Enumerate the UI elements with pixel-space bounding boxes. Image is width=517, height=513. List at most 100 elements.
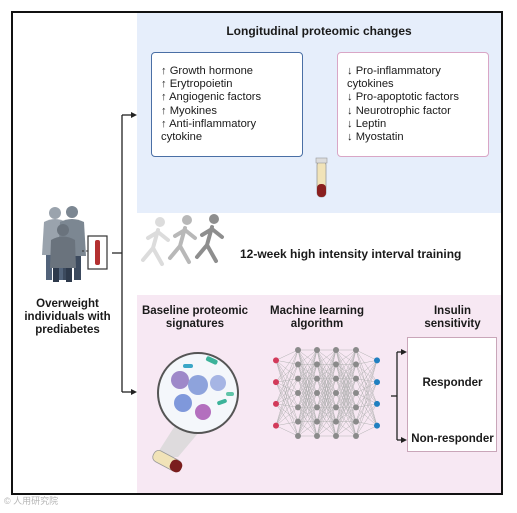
nn-edge — [297, 349, 318, 394]
nn-edge — [355, 381, 378, 408]
nn-node — [333, 375, 339, 382]
longitudinal-title: Longitudinal proteomic changes — [226, 24, 412, 38]
arrow-head-up — [131, 112, 137, 118]
nn-edge — [355, 403, 378, 422]
up-item: ↑ Anti-inflammatory — [161, 117, 257, 130]
nn-edge — [355, 360, 378, 365]
up-item: ↑ Erytropoietin — [161, 78, 233, 91]
nn-edge — [275, 378, 299, 426]
nn-node — [374, 400, 380, 407]
nn-edge — [316, 407, 337, 437]
nn-edge — [316, 421, 337, 437]
nn-edge — [316, 349, 337, 379]
ml-line: Machine learning — [270, 305, 364, 317]
nn-edge — [335, 349, 357, 422]
training-label: 12-week high intensity interval training — [240, 247, 462, 261]
nn-edge — [275, 403, 299, 422]
nn-edge — [275, 364, 299, 383]
sample-tube-icon — [82, 235, 108, 270]
nn-node — [314, 375, 320, 382]
nn-edge — [335, 349, 357, 408]
nn-edge — [297, 349, 318, 422]
nn-edge — [316, 364, 337, 437]
nn-node — [314, 347, 320, 353]
nn-edge — [355, 349, 378, 383]
nn-node — [273, 379, 279, 386]
nn-node — [314, 390, 320, 396]
nn-edge — [297, 407, 318, 437]
nn-edge — [335, 364, 357, 437]
nn-node — [333, 347, 339, 353]
nn-edge — [275, 349, 299, 426]
nn-edge — [275, 364, 299, 405]
nn-node — [273, 422, 279, 429]
population-line: individuals with — [24, 311, 111, 323]
nn-node — [353, 361, 359, 368]
down-item: ↓ Pro-inflammatory — [347, 65, 441, 77]
nn-node — [295, 375, 301, 382]
nn-edge — [335, 421, 357, 437]
nn-node — [333, 433, 339, 439]
nn-edge — [316, 349, 337, 365]
nn-edge — [297, 421, 318, 437]
nn-edge — [297, 349, 318, 365]
nn-node — [353, 375, 359, 382]
watermark: © 人用研究院 — [4, 496, 59, 506]
insulin-line: Insulin — [433, 305, 472, 317]
nn-edge — [355, 360, 378, 394]
nn-edge — [355, 382, 378, 437]
responder-arrow-head — [401, 349, 407, 355]
nn-edge — [355, 381, 378, 394]
nn-node — [314, 404, 320, 411]
nn-node — [333, 361, 339, 368]
baseline-label: Baseline proteomic signatures — [140, 305, 250, 331]
down-item: ↓ Pro-apoptotic factors — [347, 91, 459, 104]
population-line: prediabetes — [35, 324, 100, 336]
nn-edge — [275, 349, 299, 404]
nn-edge — [275, 421, 299, 426]
nn-edge — [335, 392, 357, 437]
nn-node — [353, 433, 359, 439]
nn-edge — [316, 378, 337, 437]
nn-node — [295, 390, 301, 396]
nn-node — [314, 433, 320, 439]
nn-edge — [275, 392, 299, 426]
nn-edge — [355, 360, 378, 422]
downregulated-box: ↓ Pro-inflammatory cytokines ↓ Pro-apopt… — [337, 52, 489, 157]
nn-edge — [355, 360, 378, 437]
nn-edge — [355, 421, 378, 426]
nn-node — [353, 390, 359, 396]
nn-edge — [355, 403, 378, 408]
nn-edge — [297, 349, 318, 408]
nn-node — [314, 418, 320, 425]
nn-node — [295, 418, 301, 425]
responder-label: Responder — [422, 377, 483, 389]
upregulated-box: ↑ Growth hormone ↑ Erytropoietin ↑ Angio… — [151, 52, 303, 157]
up-item: cytokine — [161, 131, 203, 144]
nn-edge — [355, 381, 378, 422]
nn-edge — [316, 392, 337, 437]
nn-edge — [355, 403, 378, 437]
nn-edge — [275, 378, 299, 405]
nn-node — [295, 433, 301, 439]
baseline-line: Baseline proteomic — [141, 305, 249, 317]
nn-node — [333, 418, 339, 425]
down-item: cytokines — [347, 78, 394, 91]
nn-edge — [316, 349, 337, 394]
nn-edge — [335, 407, 357, 437]
up-item: ↑ Angiogenic factors — [161, 91, 262, 104]
nn-edge — [335, 378, 357, 437]
nn-node — [333, 404, 339, 411]
nn-edge — [316, 349, 337, 437]
down-item: ↓ Leptin — [347, 117, 387, 130]
up-item: ↑ Myokines — [161, 104, 217, 117]
nn-edge — [316, 349, 337, 422]
up-item: ↑ Growth hormone — [161, 65, 254, 77]
nn-edge — [275, 349, 299, 361]
nn-edge — [335, 349, 357, 394]
nn-edge — [355, 349, 378, 361]
nn-node — [374, 379, 380, 386]
insulin-label: Insulin sensitivity — [410, 305, 495, 331]
nn-edge — [275, 425, 299, 437]
nn-edge — [275, 403, 299, 437]
